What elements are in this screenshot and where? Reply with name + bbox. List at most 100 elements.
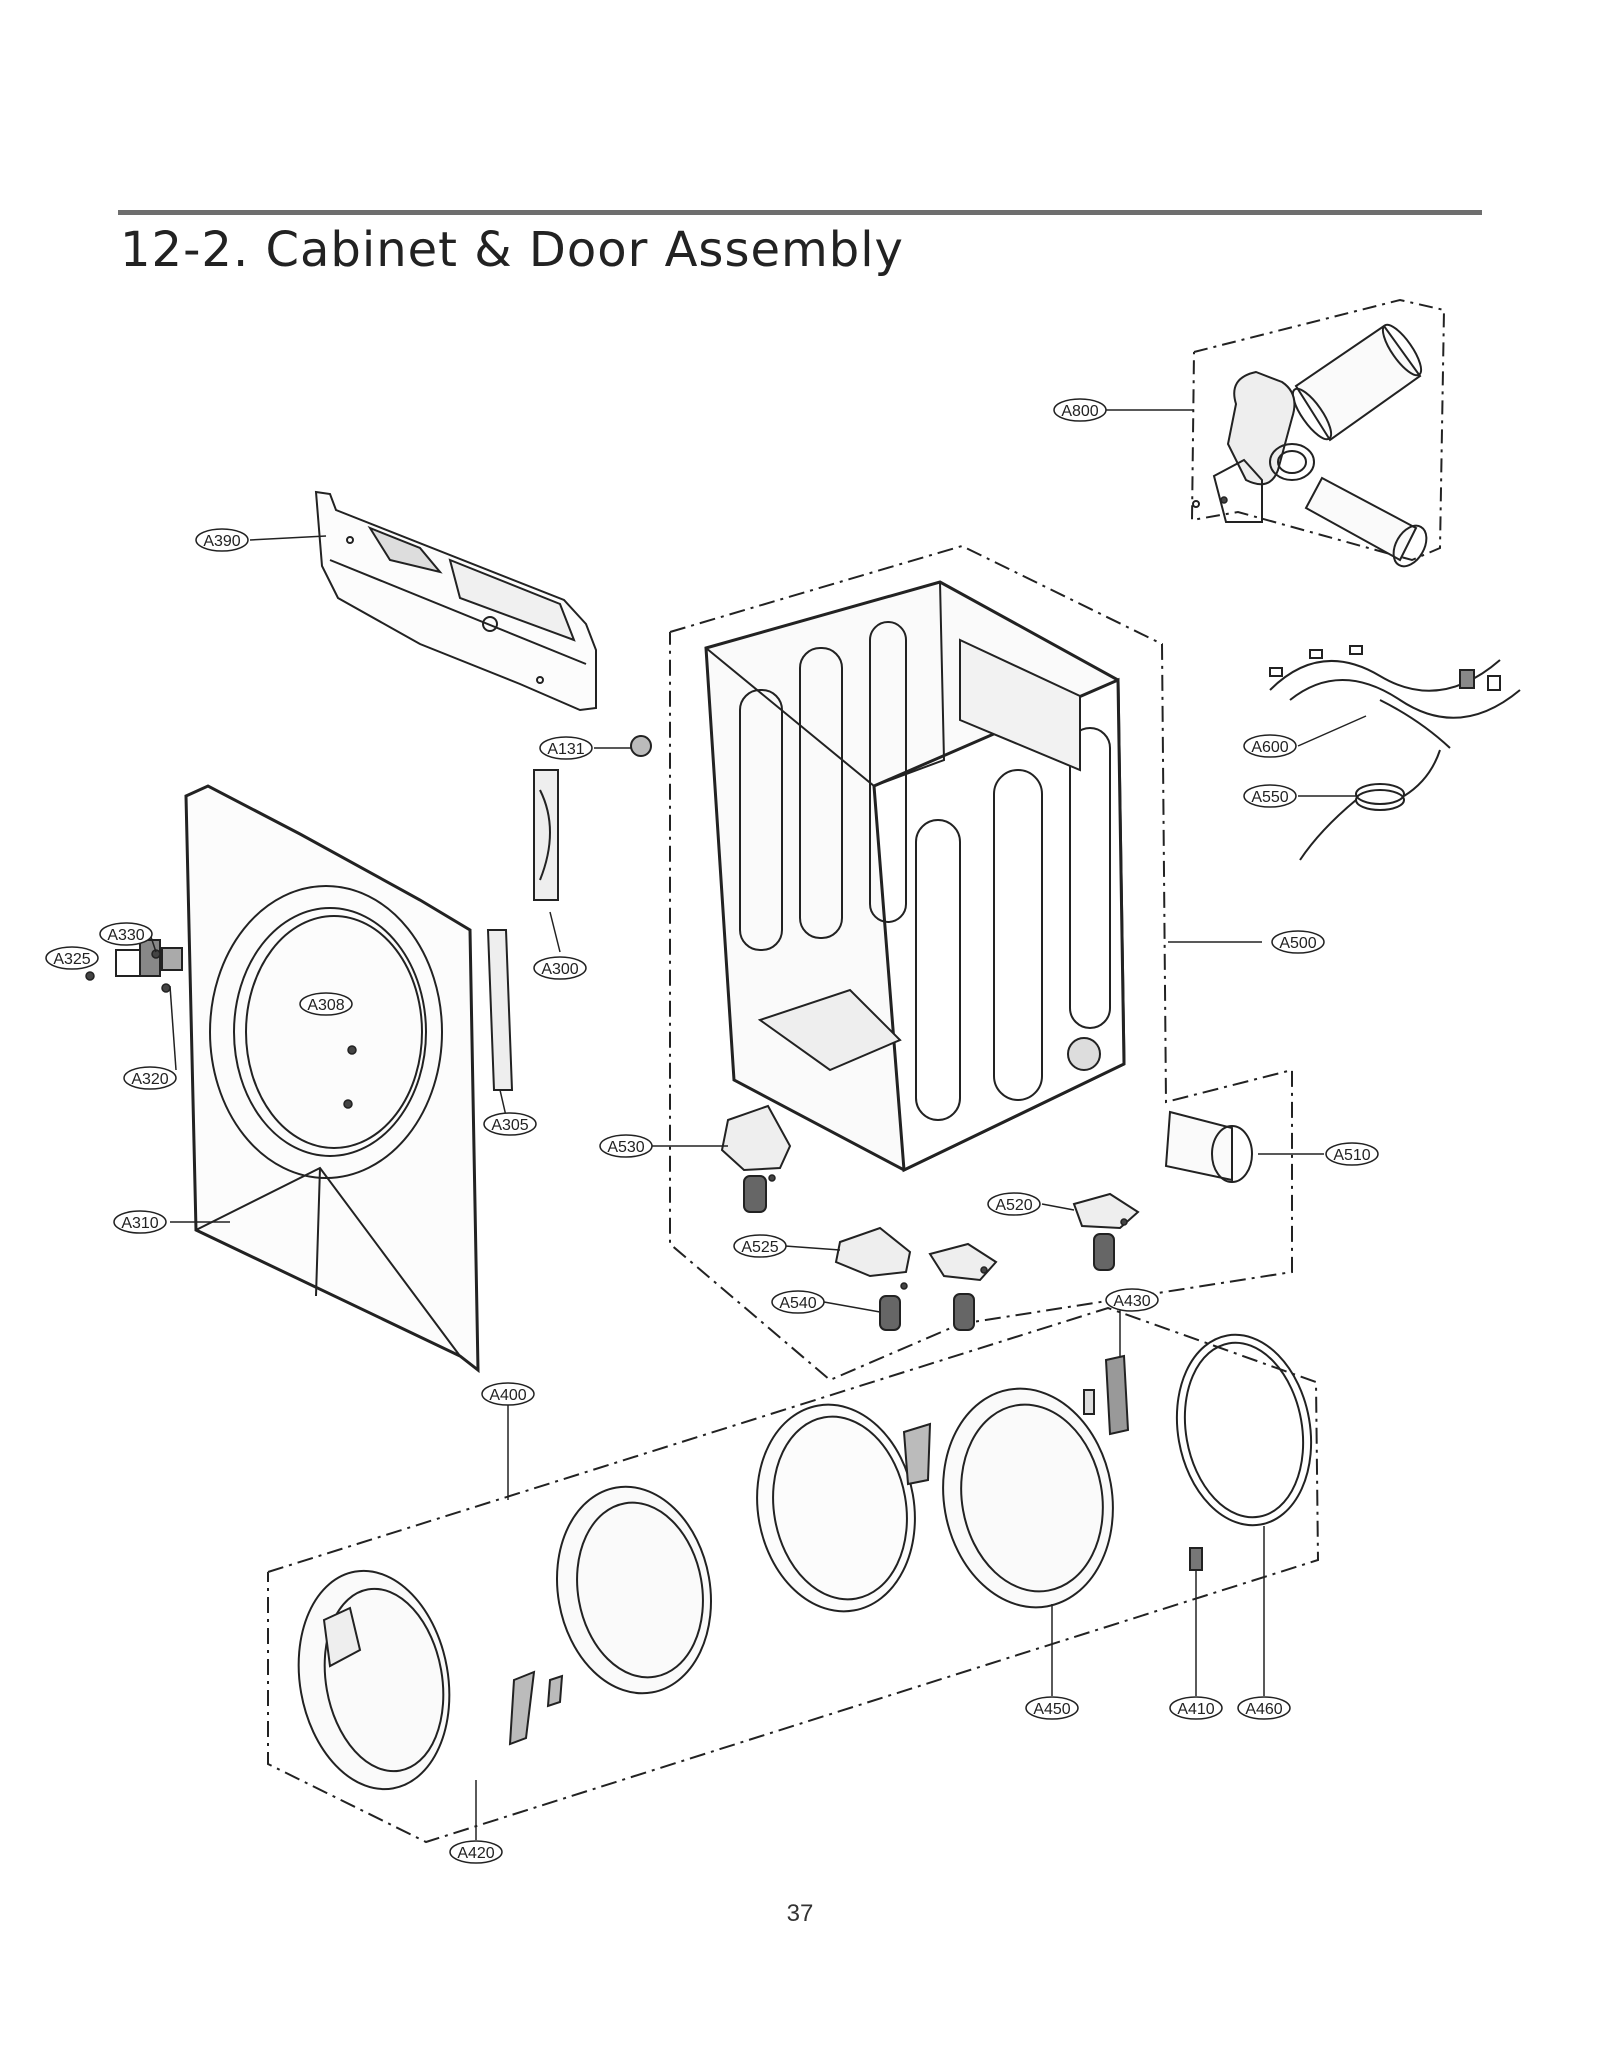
callout-text: A430 — [1113, 1293, 1150, 1310]
callout-text: A460 — [1245, 1701, 1282, 1718]
callout-oval — [533, 956, 587, 980]
callout-a310: A310 — [113, 1210, 167, 1234]
duct-screw — [1192, 500, 1200, 508]
callout-oval — [1025, 1696, 1079, 1720]
duct-kit-boundary — [1190, 298, 1446, 562]
callout-a800: A800 — [1053, 398, 1107, 422]
callout-a450: A450 — [1025, 1696, 1079, 1720]
duct-elbow — [1226, 370, 1315, 486]
callout-a430: A430 — [1105, 1288, 1159, 1312]
exhaust-duct-a510 — [1164, 1110, 1253, 1183]
latch-plate-a305 — [486, 929, 514, 1091]
callout-text: A800 — [1061, 403, 1098, 420]
cabinet-body — [704, 580, 1126, 1173]
callout-text: A305 — [491, 1117, 528, 1134]
callout-a300: A300 — [533, 956, 587, 980]
callout-text: A330 — [107, 927, 144, 944]
callout-oval — [483, 1112, 537, 1136]
callout-a530: A530 — [599, 1134, 653, 1158]
duct-pipe-lower — [1304, 476, 1428, 568]
callout-oval — [123, 1066, 177, 1090]
screw-icons — [85, 496, 1228, 1290]
callout-a600: A600 — [1243, 734, 1297, 758]
rear-bracket-a390 — [314, 490, 597, 712]
callout-a420: A420 — [449, 1840, 503, 1864]
callout-text: A300 — [541, 961, 578, 978]
leader-lines — [149, 409, 1367, 1840]
title-rule — [118, 210, 1482, 215]
callout-a308: A308 — [299, 992, 353, 1016]
door-outer-ring — [297, 1569, 451, 1791]
callout-text: A540 — [779, 1295, 816, 1312]
callout-a390: A390 — [195, 528, 249, 552]
hinge-plate-a300 — [533, 769, 559, 901]
callout-a131: A131 — [539, 736, 593, 760]
callout-a330: A330 — [99, 922, 153, 946]
callout-oval — [1271, 930, 1325, 954]
duct-clamp — [1212, 458, 1263, 523]
callout-oval — [771, 1290, 825, 1314]
callout-text: A530 — [607, 1139, 644, 1156]
page-title: 12-2. Cabinet & Door Assembly — [120, 222, 904, 278]
bumper-a131 — [630, 735, 652, 757]
door-boundary — [267, 1306, 1320, 1844]
callout-text: A308 — [307, 997, 344, 1014]
callout-oval — [449, 1840, 503, 1864]
callout-text: A450 — [1033, 1701, 1070, 1718]
callout-text: A310 — [121, 1215, 158, 1232]
callout-text: A520 — [995, 1197, 1032, 1214]
callout-oval — [1237, 1696, 1291, 1720]
leg-bracket-a530 — [720, 1104, 792, 1213]
inner-door-frame-a450 — [902, 1387, 1114, 1609]
callout-text: A510 — [1333, 1147, 1370, 1164]
callout-oval — [299, 992, 353, 1016]
callout-text: A325 — [53, 951, 90, 968]
hinge-a430 — [1083, 1354, 1130, 1436]
callout-oval — [1105, 1288, 1159, 1312]
callout-oval — [1243, 784, 1297, 808]
page-number: 37 — [786, 1900, 814, 1927]
callout-text: A550 — [1251, 789, 1288, 806]
cabinet-boundary — [669, 544, 1293, 1382]
door-gasket-a460 — [1175, 1333, 1313, 1527]
latch-a410 — [1189, 1547, 1203, 1571]
callout-oval — [1325, 1142, 1379, 1166]
wire-harness-a600 — [1269, 645, 1521, 749]
callout-text: A390 — [203, 533, 240, 550]
duct-pipe-upper — [1291, 323, 1423, 442]
callout-a520: A520 — [987, 1192, 1041, 1216]
callout-a410: A410 — [1169, 1696, 1223, 1720]
callout-text: A410 — [1177, 1701, 1214, 1718]
callout-oval — [1169, 1696, 1223, 1720]
callout-oval — [599, 1134, 653, 1158]
callout-oval — [481, 1382, 535, 1406]
callout-oval — [113, 1210, 167, 1234]
callout-oval — [1053, 398, 1107, 422]
power-cord-a550 — [1299, 749, 1441, 861]
callout-text: A500 — [1279, 935, 1316, 952]
callout-a325: A325 — [45, 946, 99, 970]
leg-bracket-a520 — [1072, 1192, 1140, 1271]
door-cover-ring — [556, 1485, 712, 1695]
callout-text: A420 — [457, 1845, 494, 1862]
callout-oval — [195, 528, 249, 552]
callout-text: A320 — [131, 1071, 168, 1088]
callout-text: A131 — [547, 741, 584, 758]
callout-a320: A320 — [123, 1066, 177, 1090]
callout-oval — [987, 1192, 1041, 1216]
callout-a510: A510 — [1325, 1142, 1379, 1166]
front-panel-a310 — [184, 784, 480, 1374]
callout-a500: A500 — [1271, 930, 1325, 954]
leg-bracket-mid — [928, 1242, 998, 1331]
callout-oval — [99, 922, 153, 946]
callout-text: A400 — [489, 1387, 526, 1404]
callout-text: A525 — [741, 1239, 778, 1256]
callout-a460: A460 — [1237, 1696, 1291, 1720]
callout-a525: A525 — [733, 1234, 787, 1258]
door-glass — [756, 1403, 916, 1613]
leg-bracket-a525 — [834, 1226, 912, 1331]
callout-oval — [539, 736, 593, 760]
callout-text: A600 — [1251, 739, 1288, 756]
